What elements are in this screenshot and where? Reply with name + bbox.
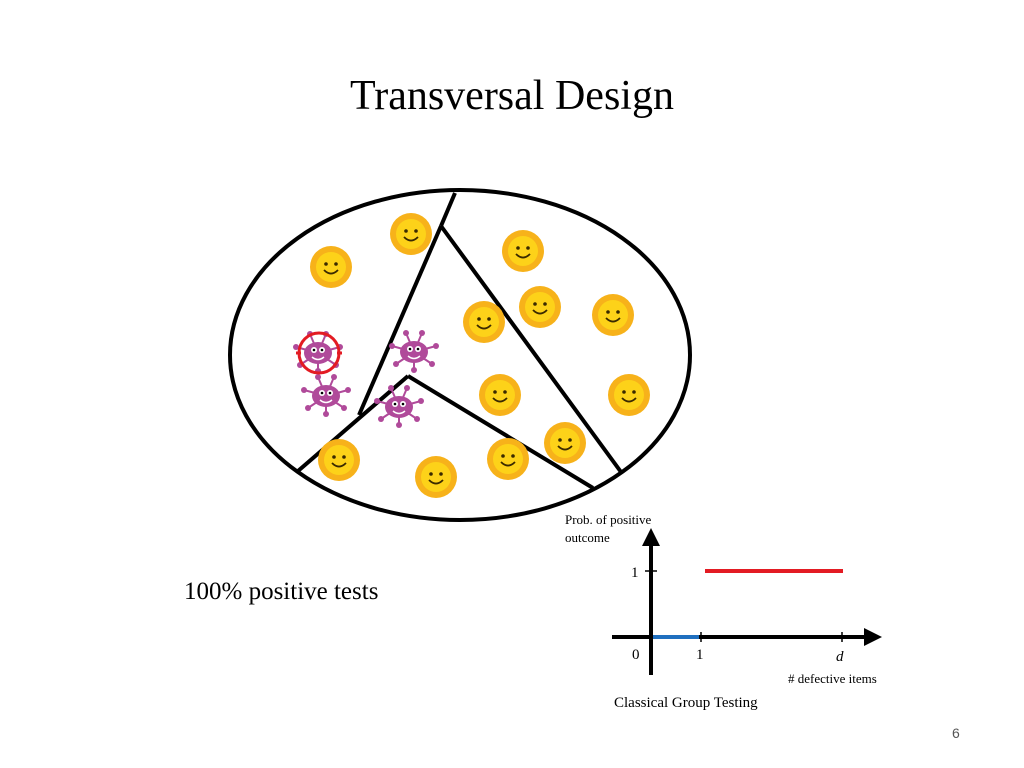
- slide-title: Transversal Design: [350, 73, 674, 119]
- y-axis-arrow-icon: [642, 528, 660, 546]
- partition-lines: [296, 192, 623, 490]
- result-caption: 100% positive tests: [184, 578, 379, 605]
- origin-label: 0: [632, 647, 640, 663]
- page-number: 6: [952, 725, 960, 741]
- pool-ellipse: [228, 188, 692, 522]
- graph-subtitle: Classical Group Testing: [614, 695, 758, 711]
- red-target-circle-icon: [296, 331, 342, 375]
- x-tick-label-d: d: [836, 649, 844, 665]
- x-tick-label-1: 1: [696, 647, 704, 663]
- y-tick-label: 1: [631, 565, 639, 581]
- x-axis-arrow-icon: [864, 628, 882, 646]
- y-axis-label-line2: outcome: [565, 530, 610, 545]
- y-axis-label-line1: Prob. of positive: [565, 512, 652, 527]
- x-axis-label: # defective items: [788, 671, 877, 686]
